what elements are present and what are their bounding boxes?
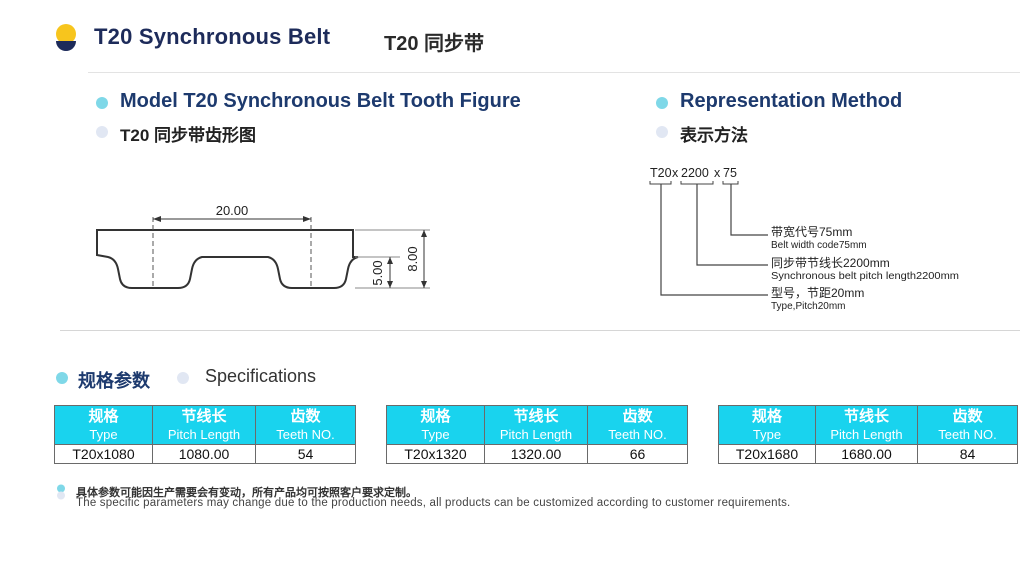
table-row: T20x1680 1680.00 84 — [718, 444, 1018, 464]
representation-title: Representation Method — [680, 90, 903, 112]
cell-teeth: 84 — [917, 444, 1018, 464]
cell-teeth: 66 — [587, 444, 688, 464]
note-type-cn: 型号，节距20mm — [771, 286, 864, 300]
footnote-cn: 具体参数可能因生产需要会有变动，所有产品均可按照客户要求定制。 — [76, 487, 417, 499]
specifications-title: Specifications — [205, 366, 317, 386]
bullet-icon — [177, 372, 189, 384]
belt-profile — [96, 229, 359, 289]
page-title: T20 Synchronous Belt — [94, 24, 331, 49]
footnote-en: The specific parameters may change due t… — [76, 497, 791, 509]
tooth-profile-figure: 20.00 5.00 8.00 — [96, 203, 430, 289]
cell-teeth: 54 — [255, 444, 356, 464]
code-part-sep: x — [672, 166, 679, 180]
cell-type: T20x1320 — [386, 444, 485, 464]
cell-pitch-length: 1680.00 — [815, 444, 918, 464]
bullet-icon — [96, 126, 108, 138]
cell-type: T20x1680 — [718, 444, 816, 464]
cell-type: T20x1080 — [54, 444, 153, 464]
note-length-en: Synchronous belt pitch length2200mm — [771, 271, 959, 282]
figure-title: Model T20 Synchronous Belt Tooth Figure — [120, 90, 521, 112]
header-divider — [88, 72, 1020, 73]
section-divider — [60, 330, 1020, 331]
note-bullet-icon — [57, 484, 65, 500]
representation-title-cn: 表示方法 — [680, 126, 748, 145]
bullet-icon — [56, 372, 68, 384]
cell-pitch-length: 1080.00 — [152, 444, 256, 464]
bullet-icon — [656, 126, 668, 138]
table-row: T20x1080 1080.00 54 — [54, 444, 356, 464]
code-part-model: T20 — [650, 166, 672, 180]
table-row: T20x1320 1320.00 66 — [386, 444, 688, 464]
bullet-icon — [96, 97, 108, 109]
figure-title-cn: T20 同步带齿形图 — [120, 126, 257, 145]
note-width-en: Belt width code75mm — [771, 240, 867, 251]
note-width-cn: 带宽代号75mm — [771, 224, 852, 239]
page-title-cn: T20 同步带 — [384, 33, 485, 55]
specifications-title-cn: 规格参数 — [78, 371, 150, 391]
code-part-width: 75 — [723, 166, 737, 180]
code-part-length: 2200 — [681, 166, 709, 180]
bullet-icon — [656, 97, 668, 109]
cell-pitch-length: 1320.00 — [484, 444, 588, 464]
note-length-cn: 同步带节线长2200mm — [771, 256, 890, 270]
code-part-sep: x — [714, 166, 721, 180]
note-type-en: Type,Pitch20mm — [771, 301, 845, 312]
tooth-height-label: 5.00 — [370, 260, 385, 285]
total-height-label: 8.00 — [405, 246, 420, 271]
representation-diagram: T20 x 2200 x 75 带宽代号75mm Belt width code… — [649, 166, 959, 312]
pitch-dimension-label: 20.00 — [216, 203, 249, 218]
brand-logo-icon — [56, 24, 76, 51]
